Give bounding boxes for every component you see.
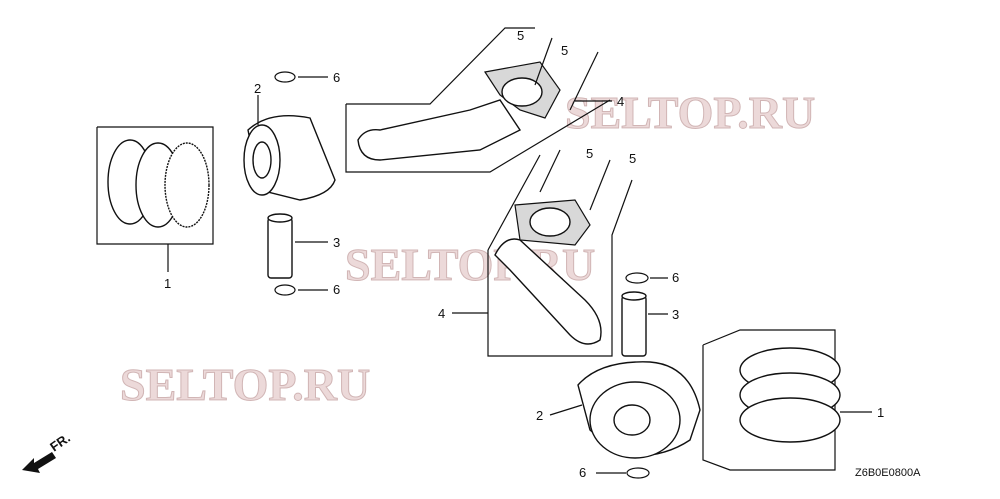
callout-5: 5 — [586, 146, 593, 161]
callout-5: 5 — [561, 43, 568, 58]
clip-lower[interactable] — [596, 272, 668, 479]
callout-4: 4 — [438, 306, 445, 321]
callout-3: 3 — [672, 307, 679, 322]
callout-5: 5 — [517, 28, 524, 43]
watermark: SELTOP.RU — [565, 87, 815, 138]
front-direction-label: FR. — [47, 430, 73, 454]
callout-4: 4 — [617, 94, 624, 109]
piston-lower[interactable] — [549, 361, 701, 459]
callout-2: 2 — [254, 81, 261, 96]
callout-2: 2 — [536, 408, 543, 423]
piston-pin-upper[interactable] — [267, 213, 328, 279]
callout-6: 6 — [333, 282, 340, 297]
callout-1: 1 — [164, 276, 171, 291]
clip-upper[interactable] — [274, 71, 328, 296]
connecting-rod-upper[interactable] — [345, 27, 612, 173]
watermark: SELTOP.RU — [345, 239, 595, 290]
piston-rings-right[interactable] — [702, 329, 872, 471]
callout-3: 3 — [333, 235, 340, 250]
callout-6: 6 — [579, 465, 586, 480]
callout-5: 5 — [629, 151, 636, 166]
piston-pin-lower[interactable] — [621, 291, 668, 357]
callout-6: 6 — [333, 70, 340, 85]
callout-1: 1 — [877, 405, 884, 420]
watermark: SELTOP.RU — [120, 359, 370, 410]
diagram-code: Z6B0E0800A — [855, 467, 921, 479]
connecting-rod-lower[interactable] — [452, 149, 633, 357]
piston-rings-left[interactable] — [96, 126, 214, 272]
piston-upper[interactable] — [243, 95, 336, 201]
front-direction-arrow-icon — [22, 452, 56, 473]
callout-6: 6 — [672, 270, 679, 285]
